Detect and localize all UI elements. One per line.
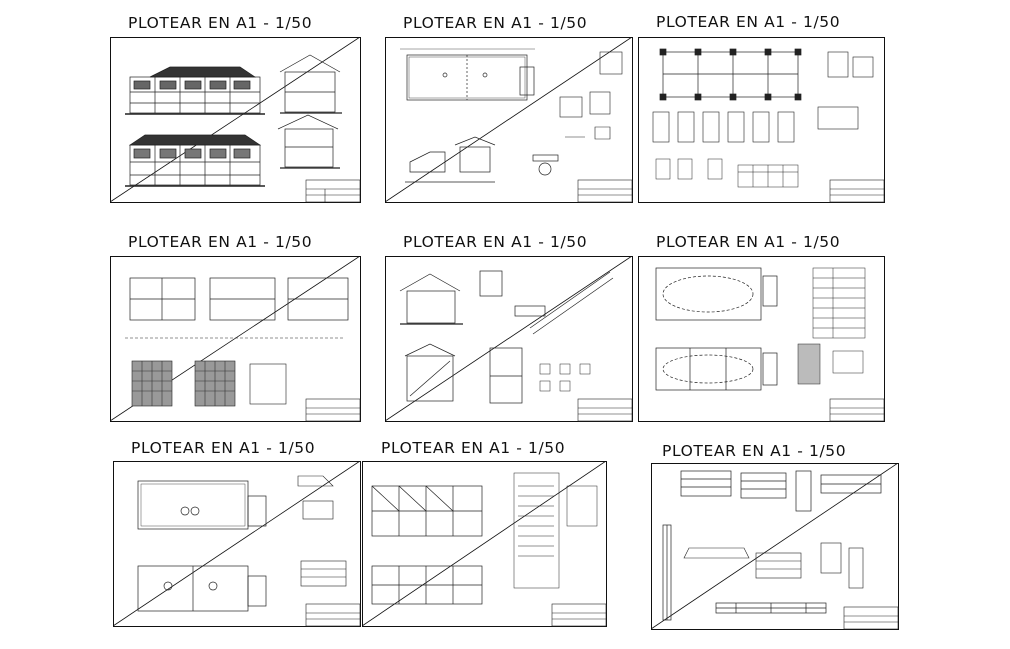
- sheet-7-title: PLOTEAR EN A1 - 1/50: [131, 439, 316, 457]
- beam-sections: [683, 542, 864, 589]
- small-details: [655, 158, 723, 180]
- sheet-6-svg: [638, 256, 885, 422]
- footing-details: [652, 51, 874, 143]
- detail-cluster: [297, 475, 347, 587]
- frame-elevations: [129, 277, 349, 321]
- slab-plan-top: [655, 267, 778, 321]
- sheet-5-svg: [385, 256, 633, 422]
- title-block: [843, 606, 899, 630]
- sheet-9-svg: [651, 463, 899, 630]
- column-detail: [662, 524, 672, 621]
- rear-elevation: [125, 134, 265, 187]
- side-section-2: [277, 114, 340, 169]
- front-elevation: [125, 66, 265, 115]
- beam-elevations: [680, 470, 882, 512]
- detail-cluster-a: [559, 51, 623, 140]
- sheet-8-drawing: [362, 461, 608, 628]
- title-block: [305, 179, 361, 203]
- sheet-2-drawing: [385, 37, 634, 204]
- sheet-2-svg: [385, 37, 633, 203]
- building-section: [399, 270, 503, 325]
- title-block: [829, 179, 885, 203]
- sheet-1-svg: [110, 37, 361, 203]
- foundation-plan: [659, 48, 802, 101]
- sheet-9-drawing: [651, 463, 900, 631]
- side-section-1: [279, 54, 342, 114]
- schedule-table: [737, 164, 799, 188]
- title-block: [829, 398, 885, 422]
- sheet-4-drawing: [110, 256, 362, 423]
- title-block: [577, 179, 633, 203]
- floor-plan: [400, 48, 535, 101]
- stair-section: [404, 343, 523, 404]
- small-details: [539, 363, 591, 392]
- sheet-7-drawing: [113, 461, 362, 628]
- framing-plan-upper: [371, 485, 483, 537]
- sheet-3-drawing: [638, 37, 886, 204]
- sheet-5-drawing: [385, 256, 634, 423]
- slab-plan-bottom: [655, 347, 778, 391]
- sheet-2-title: PLOTEAR EN A1 - 1/50: [403, 14, 588, 32]
- sheet-4-title: PLOTEAR EN A1 - 1/50: [128, 233, 313, 251]
- sheet-5-title: PLOTEAR EN A1 - 1/50: [403, 233, 588, 251]
- sheet-8-svg: [362, 461, 607, 627]
- sheet-6-title: PLOTEAR EN A1 - 1/50: [656, 233, 841, 251]
- long-beam: [715, 602, 827, 614]
- sheet-7-svg: [113, 461, 361, 627]
- sheet-1-drawing: [110, 37, 362, 204]
- detail-cluster-b: [405, 136, 559, 183]
- title-block: [305, 603, 361, 627]
- title-block: [551, 603, 607, 627]
- sheet-8-title: PLOTEAR EN A1 - 1/50: [381, 439, 566, 457]
- sheet-1-title: PLOTEAR EN A1 - 1/50: [128, 14, 313, 32]
- sheet-3-svg: [638, 37, 885, 203]
- plan-lower: [137, 565, 267, 612]
- reinforcement-grids: [131, 360, 287, 407]
- title-block: [305, 398, 361, 422]
- sheet-3-title: PLOTEAR EN A1 - 1/50: [656, 13, 841, 31]
- framing-plan-lower: [371, 565, 483, 605]
- sheet-9-title: PLOTEAR EN A1 - 1/50: [662, 442, 847, 460]
- notes-panel: [513, 472, 598, 589]
- sheet-6-drawing: [638, 256, 886, 423]
- title-block: [577, 398, 633, 422]
- stair-diagonal: [514, 271, 614, 335]
- plan-upper: [137, 480, 267, 530]
- sheet-4-svg: [110, 256, 361, 422]
- schedule-tables: [797, 267, 866, 385]
